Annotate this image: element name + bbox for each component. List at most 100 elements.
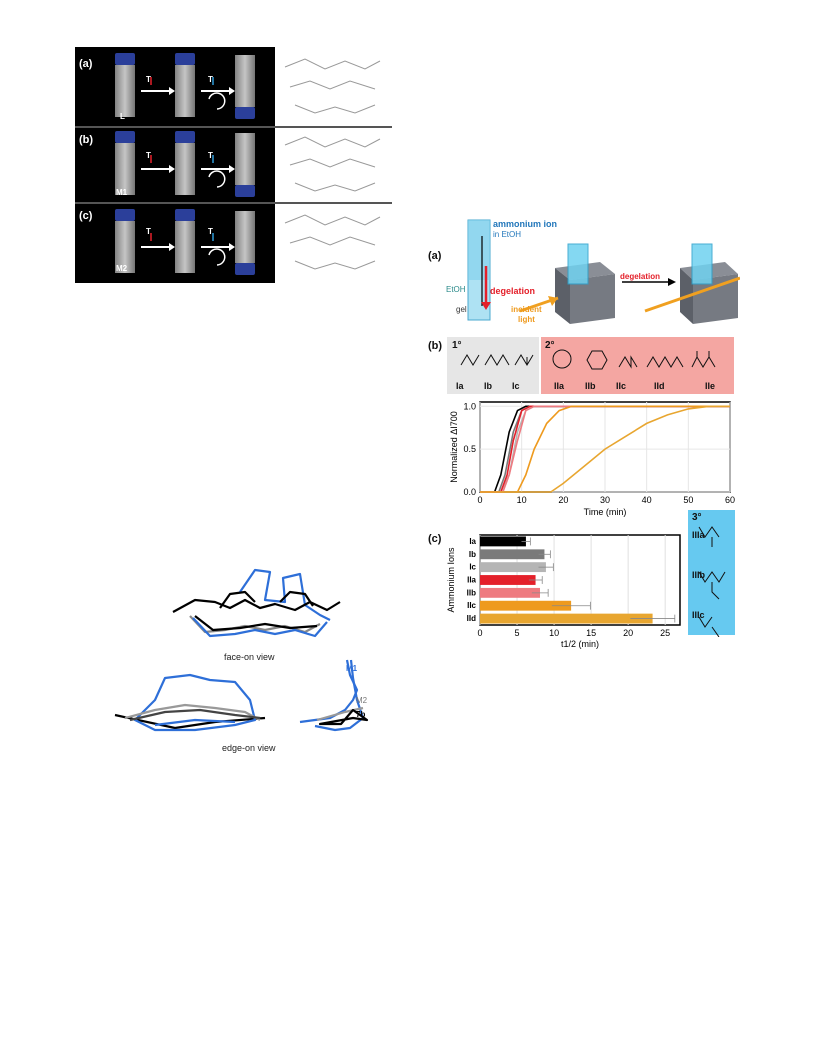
bar-iib: [480, 587, 540, 598]
invert-arrow: [208, 248, 226, 266]
cool-label: T: [208, 75, 213, 84]
face-on-structure: [172, 568, 341, 638]
ion-label-iiic: IIIc: [692, 610, 705, 620]
panel-b-label: (b): [428, 340, 443, 352]
x-tick-label: 20: [558, 495, 568, 505]
vial-cap: [175, 53, 195, 65]
vial-body: [175, 143, 195, 195]
group-3-label: 3°: [692, 512, 702, 523]
ion-label-ia: Ia: [456, 381, 464, 391]
invert-arrow: [208, 170, 226, 188]
row-divider: [75, 126, 392, 128]
x-tick-label: 5: [515, 628, 520, 638]
row-label-a: (a): [79, 58, 93, 70]
primary-ion-box: [447, 337, 539, 394]
y-axis-label: Normalized ΔI700: [449, 411, 459, 483]
structure-sketch: [284, 58, 381, 70]
structure-sketch: [294, 182, 376, 192]
etoh-label: EtOH: [446, 285, 466, 294]
edge-on-structure: [114, 673, 266, 732]
x-axis-label: Time (min): [584, 507, 627, 517]
x-tick-label: 15: [586, 628, 596, 638]
vial-body: [175, 65, 195, 117]
x-tick-label: 40: [642, 495, 652, 505]
category-label: IIa: [467, 576, 476, 585]
label-m2: M2: [356, 696, 368, 705]
vial-body: [115, 221, 135, 273]
face-on-caption: face-on view: [224, 652, 275, 662]
vial-cap: [235, 107, 255, 119]
cool-arrow-head: [229, 243, 235, 251]
ion-structures: [460, 349, 726, 637]
x-axis-label: t1/2 (min): [561, 639, 599, 649]
y-tick-label: 1.0: [463, 401, 476, 411]
degelation-label: degelation: [490, 286, 536, 296]
structure-sketch: [294, 104, 376, 114]
bar-iid: [480, 613, 653, 624]
bar-iia: [480, 575, 536, 585]
vial-body: [115, 65, 135, 117]
group-2-label: 2°: [545, 340, 555, 351]
x-tick-label: 30: [600, 495, 610, 505]
sample-label-l: L: [120, 112, 125, 121]
y-axis-label: Ammonium Ions: [446, 547, 456, 613]
panel-a-label: (a): [428, 250, 442, 262]
vial-cap: [115, 209, 135, 221]
label-m1: M1: [346, 664, 358, 673]
structure-sketch: [289, 236, 376, 246]
row-label-b: (b): [79, 134, 94, 146]
bar-ic: [480, 562, 546, 573]
heat-arrow-head: [169, 87, 175, 95]
heat-label: T: [146, 227, 151, 236]
light-label: light: [518, 315, 535, 324]
panel-a-schematic: [467, 219, 740, 324]
vial-cap: [235, 185, 255, 197]
category-label: Ic: [469, 563, 476, 572]
cool-label: T: [208, 227, 213, 236]
bar-ia: [480, 536, 526, 547]
cool-arrow-head: [229, 87, 235, 95]
bar-iic: [480, 600, 572, 611]
x-tick-label: 25: [660, 628, 670, 638]
heat-label: T: [146, 151, 151, 160]
structure-sketch: [289, 80, 376, 90]
ammonium-label: ammonium ion: [493, 219, 558, 229]
bar-ib: [480, 549, 545, 560]
vial-body: [235, 55, 255, 107]
incident-label: incident: [511, 305, 542, 314]
series-line-iid: [480, 405, 730, 493]
vial-body: [175, 221, 195, 273]
vial-cap: [175, 131, 195, 143]
x-tick-label: 20: [623, 628, 633, 638]
y-tick-label: 0.0: [463, 487, 476, 497]
ion-label-iib: IIb: [585, 381, 596, 391]
vial-body: [235, 211, 255, 263]
molecular-overlay-graphic: [114, 568, 369, 732]
edge-on-caption: edge-on view: [222, 743, 276, 753]
heat-label: T: [146, 75, 151, 84]
ammonium-sub-label: in EtOH: [493, 230, 522, 239]
x-tick-label: 50: [683, 495, 693, 505]
cool-arrow-head: [229, 165, 235, 173]
ion-label-iic: IIc: [616, 381, 627, 391]
category-label: IId: [467, 614, 476, 623]
ion-label-iid: IId: [654, 381, 665, 391]
photo-vials-graphic: [115, 53, 381, 275]
category-label: IIc: [467, 601, 476, 610]
vial-body: [235, 133, 255, 185]
group-1-label: 1°: [452, 340, 462, 351]
cool-label: T: [208, 151, 213, 160]
ion-label-iiib: IIIb: [692, 570, 705, 580]
heat-arrow-head: [169, 165, 175, 173]
degelation-arrow-label: degelation: [620, 272, 661, 281]
row-divider: [75, 202, 392, 204]
vial-cap: [175, 209, 195, 221]
vial-cap: [235, 263, 255, 275]
ion-label-ib: Ib: [484, 381, 492, 391]
vial-cap: [115, 131, 135, 143]
x-tick-label: 10: [549, 628, 559, 638]
y-tick-label: 0.5: [463, 444, 476, 454]
x-tick-label: 10: [517, 495, 527, 505]
ion-label-iiia: IIIa: [692, 530, 705, 540]
